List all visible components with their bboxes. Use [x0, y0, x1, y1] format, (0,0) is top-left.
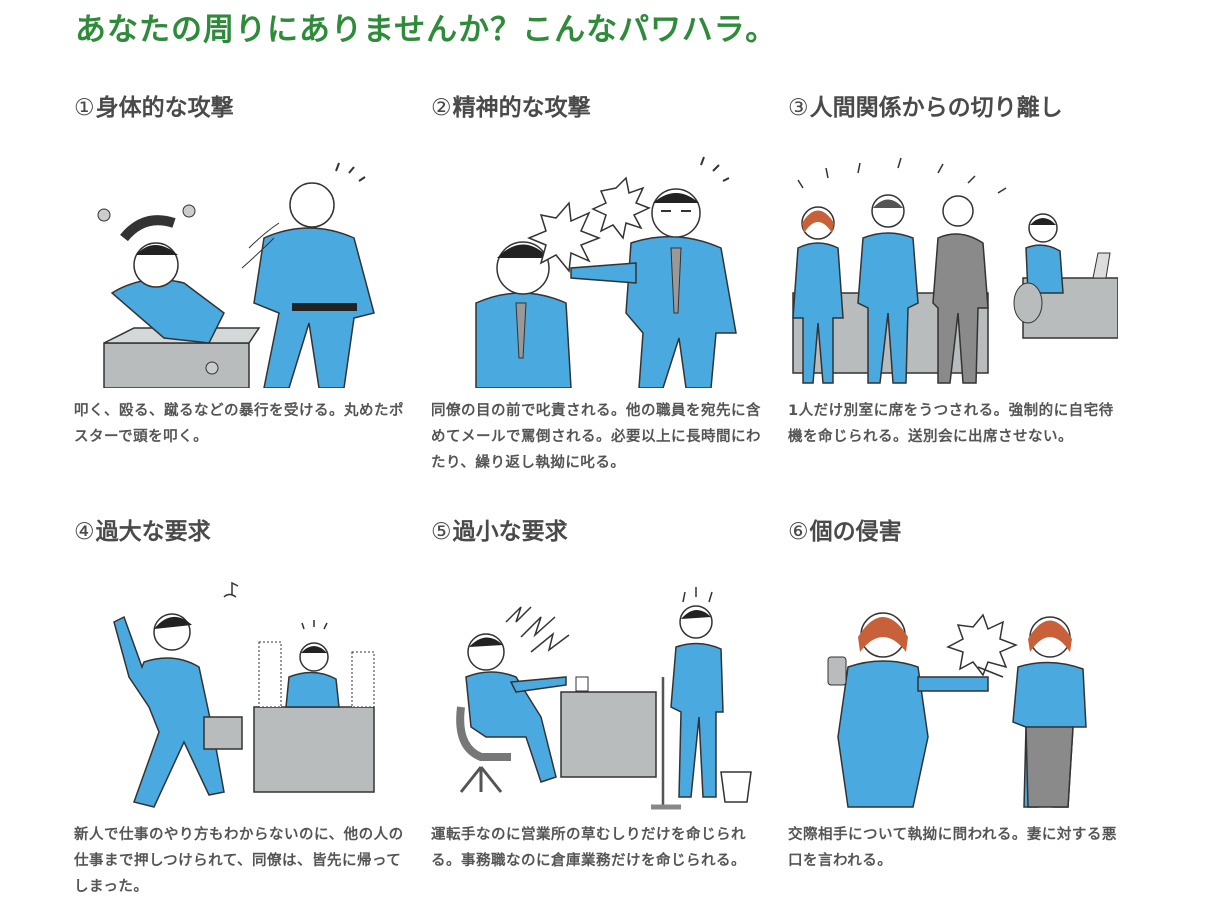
card-heading: ⑤過小な要求 [431, 519, 568, 545]
privacy-invasion-illustration [827, 612, 1087, 808]
card-heading: ④過大な要求 [74, 519, 211, 545]
excessive-demand-illustration [113, 581, 375, 808]
card-physical-attack: ①身体的な攻撃 叩く、殴る、蹴るなどの暴行を受ける。丸めたポスターで頭を叩く。 [74, 88, 414, 445]
card-description: 新人で仕事のやり方もわからないのに、他の人の仕事まで押しつけられて、同僚は、皆先… [74, 827, 404, 895]
physical-attack-illustration [97, 162, 375, 388]
card-description: 同僚の目の前で叱責される。他の職員を宛先に含めてメールで罵倒される。必要以上に長… [431, 403, 761, 471]
card-mental-attack: ②精神的な攻撃 同僚の目の前で叱責される。他の職員を宛先に含めてメールで罵倒され… [431, 88, 771, 471]
card-heading: ①身体的な攻撃 [74, 95, 234, 121]
underwork-demand-illustration [456, 587, 752, 810]
card-underwork-demand: ⑤過小な要求 運転手なのに営業所の草むしりだけを命じられる。事務職なのに倉庫業務… [431, 512, 771, 869]
card-heading: ⑥個の侵害 [788, 519, 902, 545]
card-description: 運転手なのに営業所の草むしりだけを命じられる。事務職なのに倉庫業務だけを命じられ… [431, 827, 746, 869]
card-description: 交際相手について執拗に問われる。妻に対する悪口を言われる。 [788, 827, 1117, 869]
isolation-illustration [792, 157, 1118, 384]
card-heading: ②精神的な攻撃 [431, 95, 591, 121]
page-title: あなたの周りにありませんか？こんなパワハラ。 [75, 12, 778, 48]
card-isolation: ③人間関係からの切り離し 1人だけ別室に席をうつされる。強制的に自宅待機を命じら… [788, 88, 1128, 445]
card-heading: ③人間関係からの切り離し [788, 95, 1063, 121]
card-excessive-demand: ④過大な要求 新人で仕事のやり方もわからないのに、他の人の仕事まで押しつけられて… [74, 512, 414, 895]
card-description: 叩く、殴る、蹴るなどの暴行を受ける。丸めたポスターで頭を叩く。 [74, 403, 404, 445]
card-privacy-invasion: ⑥個の侵害 交際相手について執拗に問われる。妻に対する悪口を言われる。 [788, 512, 1128, 869]
mental-attack-illustration [475, 156, 737, 388]
card-description: 1人だけ別室に席をうつされる。強制的に自宅待機を命じられる。送別会に出席させない… [788, 403, 1114, 445]
